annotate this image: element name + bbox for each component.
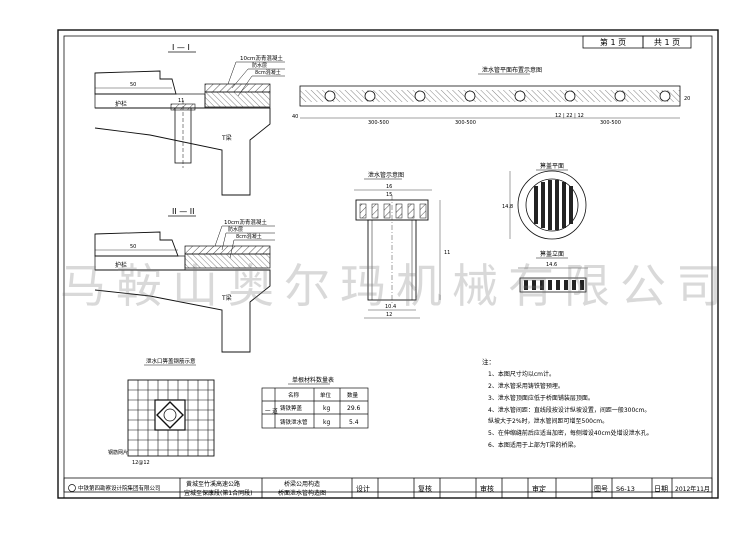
project-line2: 宜城至保康段(第1合同段) [184, 489, 253, 497]
company-name: 中铁第四勘察设计院集团有限公司 [78, 484, 161, 492]
dim-12: 12 [386, 312, 392, 318]
rebar-note: 12@12 [132, 460, 150, 466]
qty-header-unit: 单位 [320, 391, 332, 399]
inner-border [63, 35, 713, 493]
qty-table-title: 单根材料数量表 [292, 376, 334, 384]
drawing-no: S6-13 [616, 485, 635, 493]
label-curb-2: 护栏 [115, 261, 127, 269]
drawing-line2: 桥面泄水管构造图 [278, 489, 326, 497]
qty-row1-qty: 29.6 [347, 405, 361, 412]
drain-layout-title: 泄水管平面布置示意图 [482, 66, 542, 74]
label-waterproof-1: 防水层 [252, 62, 267, 69]
label-deck10-1: 10cm沥青混凝土 [240, 54, 283, 62]
qty-group: 一 道 [265, 407, 278, 415]
note-2: 2、泄水管采用铸铁管预埋。 [488, 382, 564, 390]
grate-elev-title: 箅盖立面 [540, 250, 564, 258]
dim-16: 16 [386, 184, 392, 190]
drawing-no-label: 图号 [594, 485, 608, 493]
dim-height: 11 [444, 250, 450, 256]
note-4: 4、泄水管间距：直线段按设计纵坡设置，间距一般300cm。 [488, 406, 650, 414]
note-1: 1、本图尺寸均以cm计。 [488, 370, 555, 378]
qty-row1-item: 铸铁箅盖 [280, 404, 303, 412]
date-value: 2012年11月 [675, 485, 710, 493]
design-label: 设计 [356, 484, 370, 493]
date-label: 日期 [654, 485, 668, 493]
dim-15: 15 [386, 192, 392, 198]
qty-header-name: 名称 [288, 391, 300, 399]
dim-40: 40 [292, 114, 298, 120]
qty-header-qty: 数量 [347, 391, 359, 399]
qty-row1-unit: kg [323, 405, 330, 412]
dim-300-1: 300-500 [368, 120, 389, 126]
notes-title: 注： [482, 357, 495, 366]
label-deck10-2: 10cm沥青混凝土 [224, 218, 267, 226]
dim-146: 14.6 [546, 262, 557, 268]
page-total: 共 1 页 [654, 38, 680, 47]
dim-148: 14.8 [502, 204, 513, 210]
dim-50-2: 50 [130, 244, 136, 250]
grate-plan-outer [517, 170, 587, 240]
qty-row2-item: 铸铁泄水管 [280, 418, 308, 426]
approve-label: 审定 [532, 484, 546, 493]
label-waterproof-2: 防水层 [228, 226, 243, 233]
dim-300-2: 300-500 [455, 120, 476, 126]
dim-300-3: 300-500 [600, 120, 621, 126]
grate-elev-body [519, 277, 587, 293]
title-block [63, 477, 713, 499]
qty-row2-unit: kg [323, 419, 330, 426]
label-tbeam-2: T梁 [221, 294, 232, 302]
label-deck8-2: 8cm混凝土 [236, 233, 262, 240]
dim-20: 20 [684, 96, 690, 102]
review-label: 复核 [418, 484, 432, 493]
project-line1: 黄城至竹溪高速公路 [186, 480, 240, 488]
note-4b: 纵坡大于2%时，泄水管间距可增至500cm。 [488, 417, 608, 425]
company-logo-icon [68, 484, 76, 492]
page-number: 第 1 页 [600, 37, 626, 47]
audit-label: 审核 [480, 484, 494, 493]
label-curb-1: 护栏 [115, 100, 127, 108]
note-3: 3、泄水管顶面应低于桥面铺装层顶面。 [488, 394, 594, 402]
drawing-line1: 桥梁公用构造 [284, 480, 320, 488]
section-2-title: II — II [172, 207, 195, 216]
rebar-mesh-label: 钢筋网片 [108, 449, 128, 456]
outlet-detail-title: 泄水口箅盖钢筋示意 [146, 357, 196, 365]
dim-1222: 12 | 22 | 12 [555, 113, 584, 119]
note-6: 6、本图适用于上部为T梁的桥梁。 [488, 441, 579, 449]
label-deck8-1: 8cm混凝土 [255, 69, 281, 76]
qty-table [261, 387, 369, 429]
dim-104: 10.4 [385, 304, 396, 310]
label-tbeam-1: T梁 [221, 134, 232, 142]
grate-plan-title: 箅盖平面 [540, 162, 564, 170]
drain-detail-title: 泄水管示意图 [368, 171, 404, 179]
section-1-title: I — I [172, 43, 190, 52]
qty-row2-qty: 5.4 [349, 419, 359, 426]
dim-50-1: 50 [130, 82, 136, 88]
dim-11-1: 11 [178, 98, 184, 104]
note-5: 5、在伸缩缝前后应适当加密，每侧增设40cm处增设泄水孔。 [488, 429, 653, 437]
